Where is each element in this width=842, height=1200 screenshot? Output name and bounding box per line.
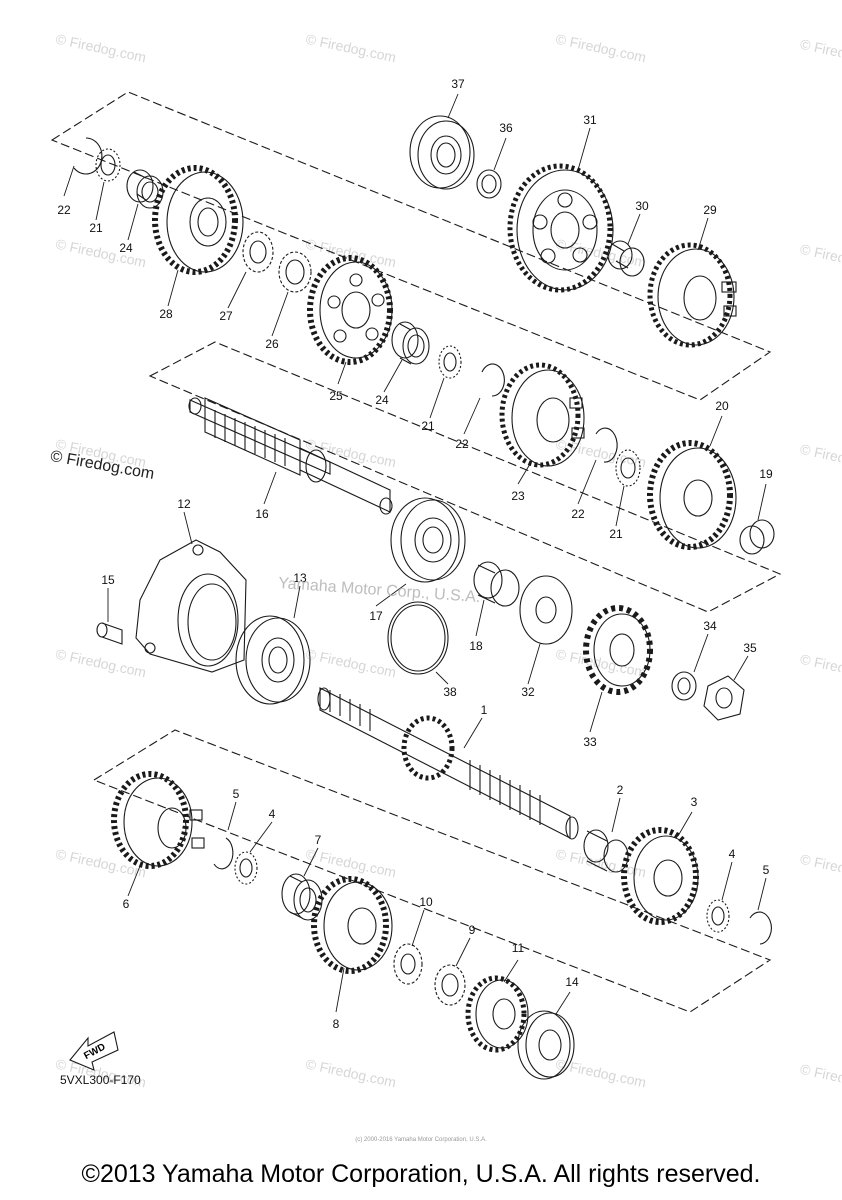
part-30-bushing xyxy=(607,240,645,277)
part-7-bearing xyxy=(281,873,323,921)
part-23-gear xyxy=(499,362,585,468)
callout-37: 37 xyxy=(451,77,465,91)
part-31-gear xyxy=(507,163,614,293)
callout-30: 30 xyxy=(635,199,649,213)
part-28-gear xyxy=(152,165,244,275)
part-22-circlip xyxy=(73,137,103,175)
part-3-gear xyxy=(621,827,699,925)
part-26-washer xyxy=(278,251,312,293)
part-17-bearing xyxy=(390,497,466,583)
callout-15: 15 xyxy=(101,573,115,587)
part-37-bearing xyxy=(409,115,475,190)
callout-29: 29 xyxy=(703,203,717,217)
callout-17: 17 xyxy=(369,609,383,623)
callout-9: 9 xyxy=(469,923,476,937)
model-code: 5VXL300-F170 xyxy=(60,1073,141,1087)
part-4-washer xyxy=(706,899,730,933)
callout-24-a: 24 xyxy=(119,241,133,255)
callout-21-a: 21 xyxy=(89,221,103,235)
callout-3: 3 xyxy=(691,795,698,809)
callout-33: 33 xyxy=(583,735,597,749)
part-12-housing xyxy=(135,539,247,673)
upper-group-frame xyxy=(50,91,772,401)
part-10-washer xyxy=(393,943,423,985)
callout-16: 16 xyxy=(255,507,269,521)
callout-6: 6 xyxy=(123,897,130,911)
callout-36: 36 xyxy=(499,121,513,135)
part-32-washer xyxy=(519,575,573,645)
callout-10: 10 xyxy=(419,895,433,909)
callout-2: 2 xyxy=(617,783,624,797)
callout-26: 26 xyxy=(265,337,279,351)
part-34-washer xyxy=(671,671,697,701)
part-35-nut xyxy=(703,675,745,721)
callout-14: 14 xyxy=(565,975,579,989)
part-13-bearing xyxy=(235,615,311,705)
part-18-collar xyxy=(473,561,520,607)
part-5-circlip-b xyxy=(213,837,234,870)
part-14-bearing xyxy=(517,1010,575,1080)
part-36-washer xyxy=(476,169,502,199)
part-25-gear xyxy=(307,255,393,365)
part-5-circlip xyxy=(749,911,772,945)
callout-22-c: 22 xyxy=(571,507,585,521)
part-21-washer-c xyxy=(615,449,641,487)
part-16-shaft xyxy=(188,397,393,515)
copyright-footer: ©2013 Yamaha Motor Corporation, U.S.A. A… xyxy=(81,1160,761,1188)
callout-34: 34 xyxy=(703,619,717,633)
callout-20: 20 xyxy=(715,399,729,413)
part-33-sprocket xyxy=(583,605,653,695)
part-20-gear xyxy=(647,440,737,550)
part-22-circlip-b xyxy=(481,363,505,397)
part-4-washer-b xyxy=(234,851,258,885)
part-1-axle xyxy=(317,687,579,840)
callout-5-a: 5 xyxy=(763,863,770,877)
callout-21-b: 21 xyxy=(421,419,435,433)
lower-group-frame xyxy=(92,729,772,1013)
part-21-washer xyxy=(95,148,121,182)
callout-4-a: 4 xyxy=(729,847,736,861)
part-21-washer-b xyxy=(438,345,462,379)
callout-8: 8 xyxy=(333,1017,340,1031)
callout-5-b: 5 xyxy=(233,787,240,801)
callout-32: 32 xyxy=(521,685,535,699)
part-38-oring xyxy=(387,601,449,675)
callout-24-b: 24 xyxy=(375,393,389,407)
callout-28: 28 xyxy=(159,307,173,321)
part-24-bearing-b xyxy=(391,321,430,365)
part-2-collar xyxy=(583,829,629,873)
small-copyright: (c) 2000-2016 Yamaha Motor Corporation, … xyxy=(355,1137,487,1143)
callout-4-b: 4 xyxy=(269,807,276,821)
part-15-bolt xyxy=(96,622,123,645)
callout-38: 38 xyxy=(443,685,457,699)
callout-11: 11 xyxy=(512,941,525,955)
callout-22-b: 22 xyxy=(455,437,469,451)
callout-22-a: 22 xyxy=(57,203,71,217)
callout-18: 18 xyxy=(469,639,483,653)
part-8-gear xyxy=(311,876,393,974)
callout-1: 1 xyxy=(481,703,488,717)
callout-35: 35 xyxy=(743,641,757,655)
callout-31: 31 xyxy=(583,113,597,127)
callout-19: 19 xyxy=(759,467,773,481)
callout-27: 27 xyxy=(219,309,233,323)
part-22-circlip-c xyxy=(595,427,618,463)
callout-21-c: 21 xyxy=(609,527,623,541)
callout-23: 23 xyxy=(511,489,525,503)
callout-12: 12 xyxy=(177,497,191,511)
part-11-gear xyxy=(465,975,529,1053)
part-29-gear xyxy=(647,242,737,348)
callout-25: 25 xyxy=(329,389,343,403)
callout-7: 7 xyxy=(315,833,322,847)
fwd-arrow-icon xyxy=(69,1031,119,1071)
middle-group-frame xyxy=(148,341,782,613)
part-6-gear xyxy=(111,771,205,869)
part-9-washer xyxy=(434,964,466,1006)
callout-13: 13 xyxy=(293,571,307,585)
part-27-washer xyxy=(242,231,274,273)
part-19-bushing xyxy=(739,519,775,555)
